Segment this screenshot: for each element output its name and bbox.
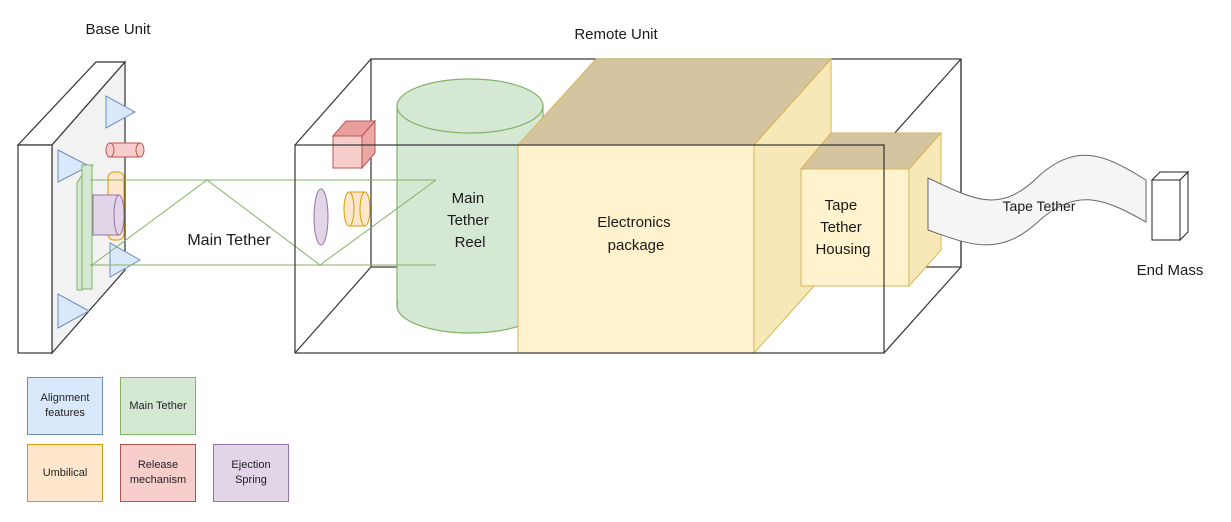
- ejection-spring-base: [92, 194, 125, 236]
- electronics-package-label: Electronics package: [597, 214, 675, 254]
- main-tether-lines: [90, 179, 437, 266]
- electronics-package-3d: [516, 57, 833, 355]
- alignment-triangle: [57, 293, 91, 329]
- tape-tether-housing-3d: [799, 131, 943, 288]
- tape-tether-housing: [800, 168, 910, 287]
- main-tether-reel-label: Main Tether Reel: [447, 190, 493, 251]
- tape-tether-housing-label: Tape Tether Housing: [815, 197, 870, 258]
- remote-unit-title: Remote Unit: [574, 26, 658, 43]
- electronics-package: [517, 144, 755, 354]
- end-mass: [1150, 170, 1190, 242]
- alignment-triangle: [105, 95, 137, 129]
- umbilical-remote: [343, 191, 371, 227]
- legend-release: Release mechanism: [120, 444, 196, 502]
- tape-tether: [927, 154, 1147, 246]
- legend-main-tether: Main Tether: [120, 377, 196, 435]
- alignment-features: [57, 95, 142, 329]
- end-mass-label: End Mass: [1137, 262, 1204, 279]
- legend-umbilical-text: Umbilical: [42, 466, 88, 479]
- legend-ejection-text: Ejection Spring: [231, 459, 271, 486]
- alignment-triangle: [109, 242, 142, 278]
- main-tether-label: Main Tether: [187, 232, 271, 249]
- main-tether-base-plate-face: [81, 164, 93, 290]
- legend-umbilical: Umbilical: [27, 444, 103, 502]
- legend-release-text: Release mechanism: [129, 459, 187, 486]
- legend-main-tether-text: Main Tether: [129, 399, 187, 412]
- tape-tether-label: Tape Tether: [1003, 198, 1076, 214]
- ejection-spring-remote: [313, 188, 329, 246]
- legend-alignment-text: Alignment features: [40, 392, 90, 419]
- release-mechanism-base: [105, 142, 145, 158]
- legend-alignment: Alignment features: [27, 377, 103, 435]
- legend-ejection: Ejection Spring: [213, 444, 289, 502]
- alignment-triangle: [57, 149, 91, 183]
- base-unit-title: Base Unit: [85, 21, 151, 38]
